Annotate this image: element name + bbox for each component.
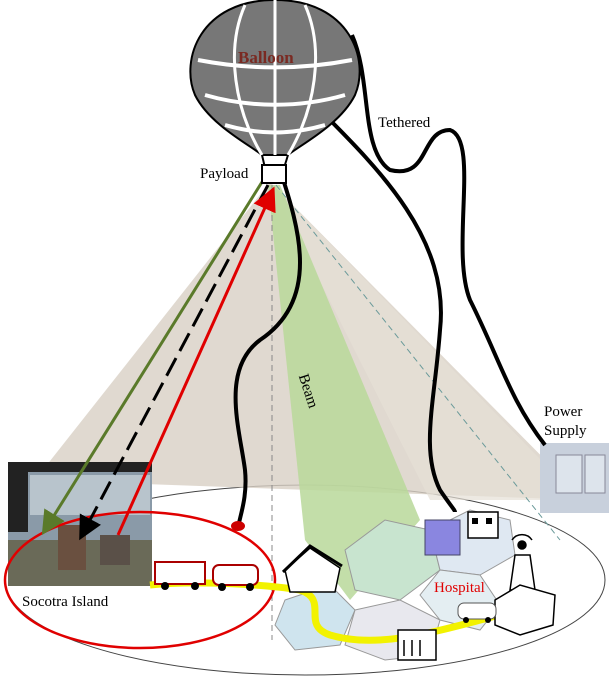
balloon-label: Balloon [238, 48, 294, 67]
hospital-label: Hospital [434, 580, 485, 596]
payload-icon [261, 164, 287, 184]
coverage-cone-inner [270, 182, 580, 500]
tether-cable [350, 34, 547, 447]
car-icon [457, 602, 497, 623]
island-circle [3, 510, 277, 650]
tether-cable-hub [318, 108, 457, 513]
power-supply-cabinet [540, 443, 609, 513]
power-supply-label: Power Supply [544, 403, 587, 441]
island-label: Socotra Island [22, 594, 109, 610]
server-icon [397, 629, 437, 661]
tethered-label: Tethered [378, 115, 431, 131]
hospital-building-icon [494, 584, 556, 636]
tether-cable-island [233, 169, 302, 531]
ambulance-icon [154, 561, 259, 591]
beam-edge-line [275, 184, 561, 541]
building-icon [424, 511, 499, 556]
beam [268, 185, 420, 600]
downlink-arrow [41, 181, 264, 536]
supply-label: Supply [544, 423, 587, 439]
power-label: Power [544, 404, 583, 420]
uplink-arrow [116, 186, 276, 536]
house-icon [281, 544, 343, 593]
payload-label: Payload [200, 166, 249, 182]
data-link-dashed-arrow [79, 184, 270, 541]
balloon-icon [189, 0, 361, 184]
